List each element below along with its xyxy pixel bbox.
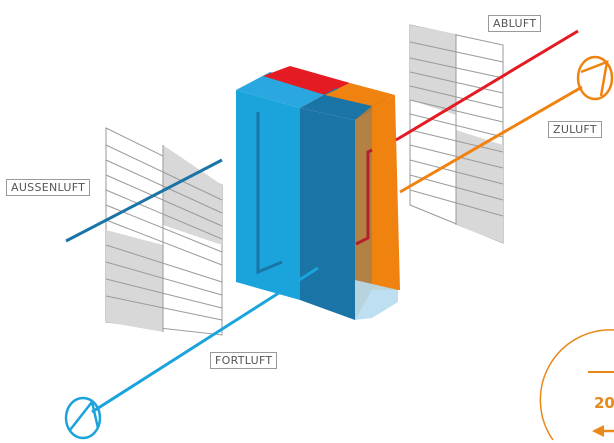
fortluft-duct bbox=[91, 266, 319, 414]
label-zuluft: ZULUFT bbox=[548, 121, 602, 138]
zuluft-duct bbox=[399, 85, 583, 194]
aussenluft-duct bbox=[65, 158, 223, 243]
heat-exchanger-block bbox=[236, 66, 400, 320]
fan-icon-top-right bbox=[576, 55, 614, 101]
badge-circle bbox=[539, 329, 614, 441]
arrow-left-icon bbox=[592, 425, 614, 437]
filter-panel-right bbox=[409, 24, 504, 244]
badge-number: 20 bbox=[594, 394, 614, 412]
abluft-duct bbox=[395, 29, 579, 142]
label-abluft: ABLUFT bbox=[488, 15, 542, 32]
label-fortluft: FORTLUFT bbox=[210, 352, 278, 369]
label-aussenluft: AUSSENLUFT bbox=[6, 179, 91, 196]
filter-panel-left bbox=[105, 127, 223, 336]
fan-icon-bottom-left bbox=[64, 396, 102, 440]
